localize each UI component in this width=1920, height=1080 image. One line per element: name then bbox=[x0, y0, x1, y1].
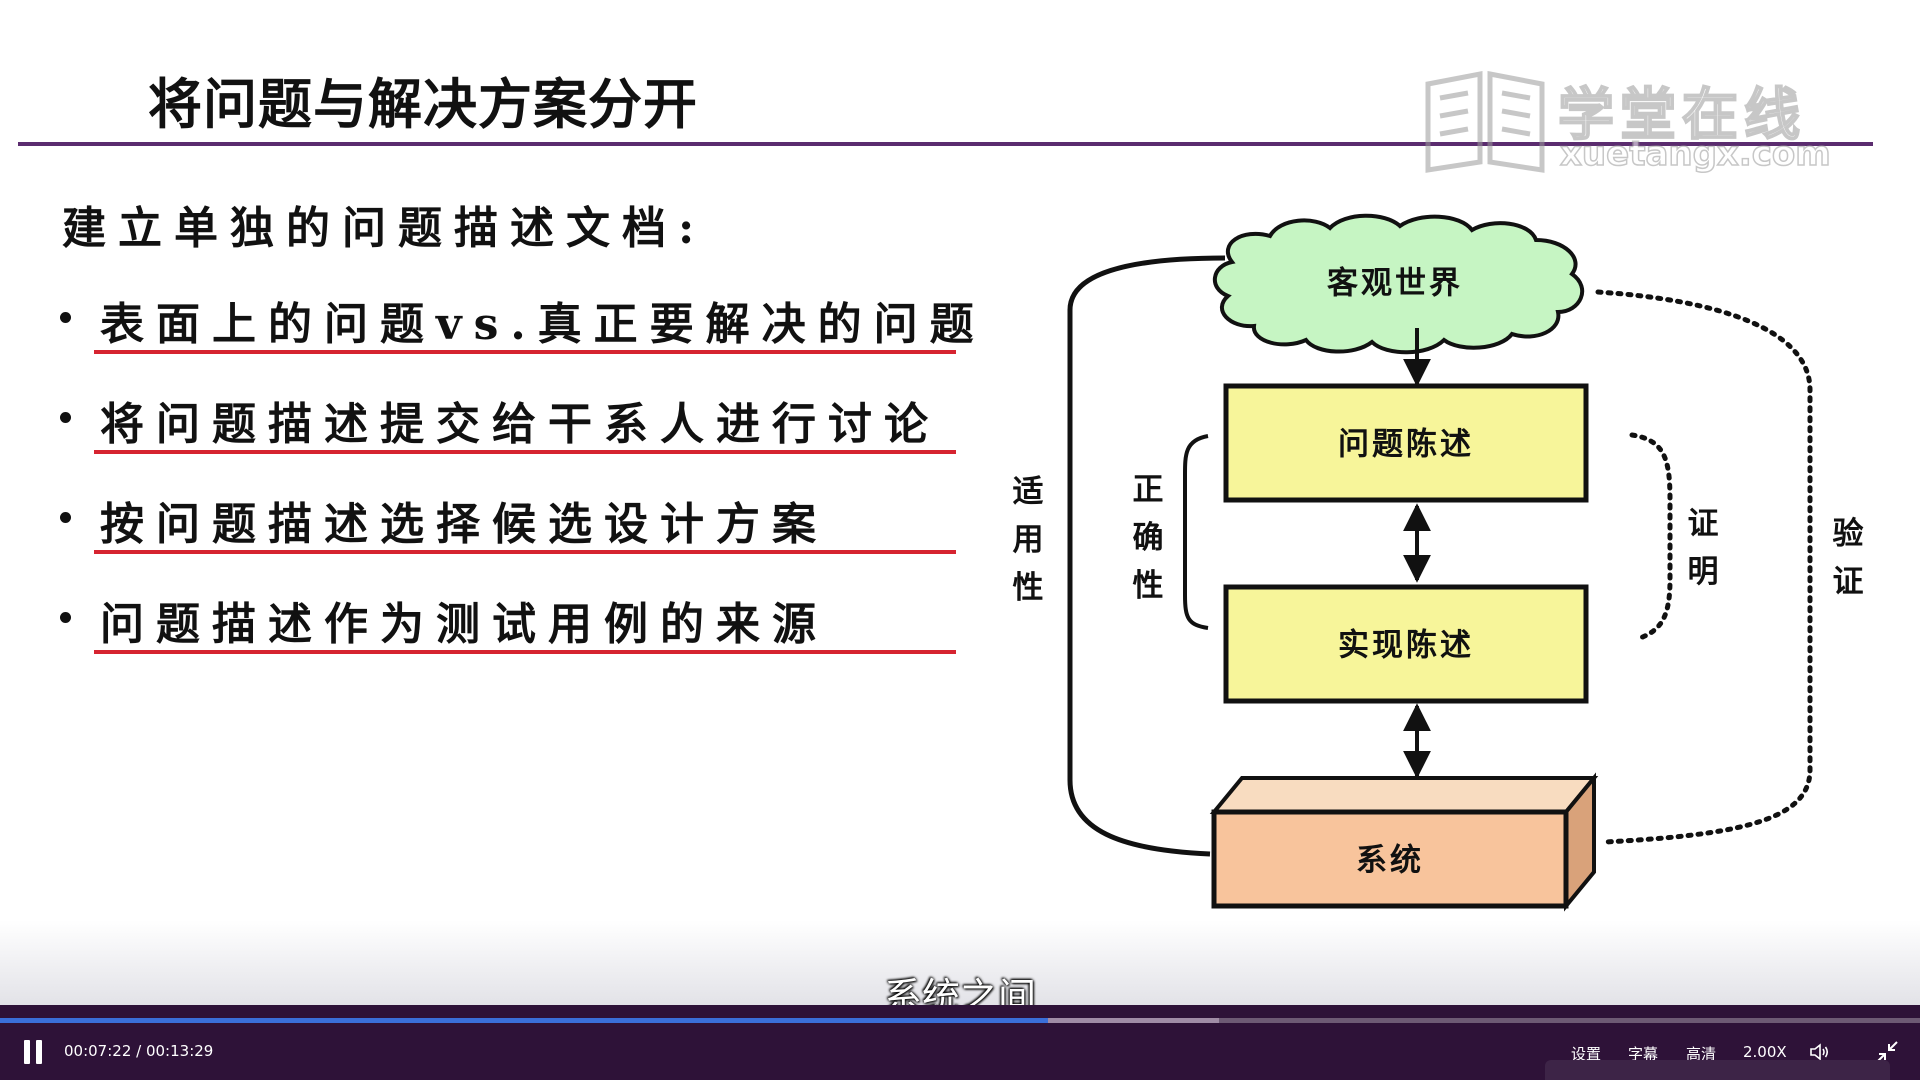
proof-label-char: 明 bbox=[1688, 554, 1719, 590]
captions-button[interactable]: 字幕 bbox=[1628, 1045, 1659, 1063]
bullet-dot bbox=[60, 412, 71, 423]
bullet-dot bbox=[60, 312, 71, 323]
progress-bar[interactable] bbox=[0, 1018, 1920, 1023]
watermark-en: xuetangx.com bbox=[1559, 133, 1831, 175]
proof-label-char: 证 bbox=[1688, 506, 1719, 542]
implementation-statement-box: 实现陈述 bbox=[1223, 584, 1589, 704]
bullet-underline bbox=[94, 550, 956, 554]
quality-button[interactable]: 高清 bbox=[1686, 1045, 1717, 1063]
verify-label-char: 证 bbox=[1833, 564, 1864, 600]
title-divider bbox=[18, 142, 1873, 146]
bullet-dot bbox=[60, 512, 71, 523]
applicability-label-char: 性 bbox=[1013, 570, 1044, 606]
verification-diagram: 客观世界 问题陈述 实现陈述 系统 适 用 性 正 确 性 bbox=[1013, 213, 1864, 912]
slide-title: 将问题与解决方案分开 bbox=[148, 73, 698, 136]
verify-dotted-curve bbox=[1595, 289, 1813, 845]
bullet-underline bbox=[94, 350, 956, 354]
cloud-real-world: 客观世界 bbox=[1212, 213, 1585, 355]
intro-text: 建立单独的问题描述文档: bbox=[62, 203, 707, 254]
xuetangx-logo-icon bbox=[1425, 70, 1545, 173]
bullet-item: 表面上的问题vs.真正要解决的问题 bbox=[58, 288, 974, 354]
correctness-label-char: 确 bbox=[1133, 520, 1164, 556]
bullet-text: 表面上的问题vs.真正要解决的问题 bbox=[100, 299, 986, 350]
settings-button[interactable]: 设置 bbox=[1571, 1045, 1602, 1063]
watermark: 学堂在线 xuetangx.com bbox=[1420, 66, 1831, 176]
bullet-text: 按问题描述选择候选设计方案 bbox=[100, 499, 828, 550]
pause-icon bbox=[24, 1040, 30, 1064]
bullet-item: 按问题描述选择候选设计方案 bbox=[58, 488, 958, 554]
applicability-label-char: 用 bbox=[1013, 522, 1044, 558]
bullet-underline bbox=[94, 450, 956, 454]
pause-button[interactable] bbox=[22, 1040, 46, 1064]
pause-icon bbox=[36, 1040, 42, 1064]
verify-label-char: 验 bbox=[1833, 516, 1864, 552]
player-gradient bbox=[0, 920, 1920, 1010]
control-tooltip-strip bbox=[1545, 1060, 1890, 1080]
implementation-statement-label: 实现陈述 bbox=[1338, 628, 1474, 664]
cloud-label: 客观世界 bbox=[1327, 266, 1463, 302]
system-label: 系统 bbox=[1356, 843, 1424, 879]
speed-button[interactable]: 2.00X bbox=[1743, 1043, 1787, 1061]
correctness-label-char: 性 bbox=[1133, 568, 1164, 604]
duration: 00:13:29 bbox=[145, 1042, 214, 1060]
correctness-label-char: 正 bbox=[1133, 472, 1164, 508]
bullet-item: 问题描述作为测试用例的来源 bbox=[58, 588, 958, 654]
watermark-cn: 学堂在线 bbox=[1557, 82, 1806, 149]
bullet-underline bbox=[94, 650, 956, 654]
bullet-dot bbox=[60, 612, 71, 623]
bullet-text: 将问题描述提交给干系人进行讨论 bbox=[100, 399, 940, 450]
bullet-text: 问题描述作为测试用例的来源 bbox=[100, 599, 828, 650]
problem-statement-label: 问题陈述 bbox=[1338, 427, 1474, 463]
problem-statement-box: 问题陈述 bbox=[1223, 383, 1589, 503]
correctness-bracket bbox=[1183, 434, 1209, 630]
time-separator: / bbox=[131, 1042, 146, 1060]
current-time: 00:07:22 bbox=[64, 1042, 132, 1060]
applicability-label-char: 适 bbox=[1013, 474, 1044, 510]
time-display: 00:07:22 / 00:13:29 bbox=[64, 1042, 213, 1060]
system-box: 系统 bbox=[1209, 772, 1599, 912]
applicability-curve bbox=[1067, 255, 1226, 857]
proof-dotted-bracket bbox=[1629, 432, 1673, 641]
volume-icon[interactable] bbox=[1808, 1040, 1832, 1064]
progress-played bbox=[0, 1018, 1049, 1023]
bullet-item: 将问题描述提交给干系人进行讨论 bbox=[58, 388, 958, 454]
